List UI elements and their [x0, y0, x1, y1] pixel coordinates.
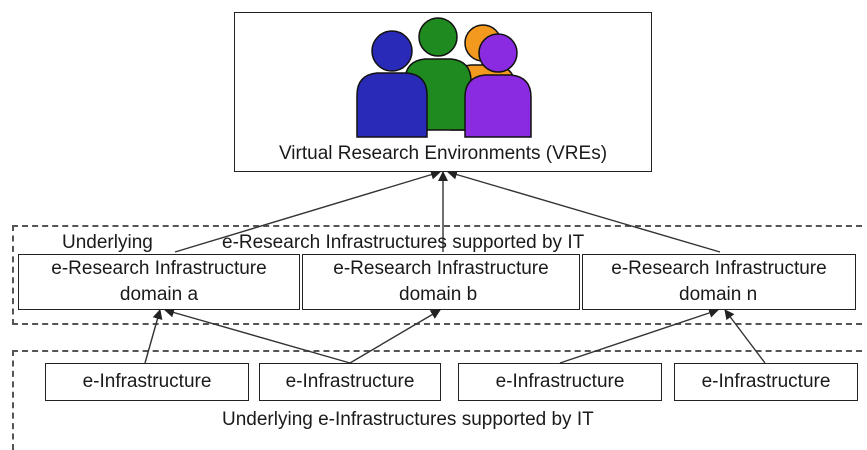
people-group-icon [356, 17, 532, 138]
connector-arrows [144, 169, 766, 364]
e-infrastructure-box-4: e-Infrastructure [674, 363, 858, 401]
domain-a-line1: e-Research Infrastructure [51, 258, 267, 279]
domain-b-line1: e-Research Infrastructure [333, 258, 549, 279]
e-infrastructure-label-3: e-Infrastructure [495, 371, 625, 392]
e-infrastructure-box-1: e-Infrastructure [45, 363, 249, 401]
infra-layer-label: Underlying e-Infrastructures supported b… [222, 409, 594, 430]
e-infrastructure-label-2: e-Infrastructure [285, 371, 415, 392]
vre-label: Virtual Research Environments (VREs) [278, 143, 608, 164]
e-infrastructure-label-1: e-Infrastructure [82, 371, 212, 392]
arrow-infra2-to-domain-a [164, 307, 351, 364]
research-domain-b-box: e-Research Infrastructure domain b [302, 254, 580, 310]
domain-n-line2: domain n [679, 284, 758, 305]
diagram-canvas: Virtual Research Environments (VREs) Und… [12, 12, 862, 450]
arrow-domain-a-to-vre [174, 169, 441, 253]
arrow-infra2-to-domain-b [349, 309, 441, 364]
e-infrastructure-box-2: e-Infrastructure [259, 363, 441, 401]
research-domain-a-box: e-Research Infrastructure domain a [18, 254, 300, 310]
domain-n-line1: e-Research Infrastructure [611, 258, 827, 279]
e-infrastructure-box-3: e-Infrastructure [458, 363, 662, 401]
infra-layer-region [12, 350, 862, 450]
research-layer-label-right: e-Research Infrastructures supported by … [222, 232, 585, 253]
arrow-infra4-to-domain-n [724, 309, 766, 364]
research-layer-label-left: Underlying [62, 232, 153, 254]
arrow-infra1-to-domain-a [144, 309, 163, 364]
research-domain-n-box: e-Research Infrastructure domain n [582, 254, 856, 310]
vre-box: Virtual Research Environments (VREs) [234, 12, 652, 172]
e-infrastructure-label-4: e-Infrastructure [701, 371, 831, 392]
arrow-domain-n-to-vre [447, 169, 721, 253]
domain-b-line2: domain b [399, 284, 478, 305]
research-layer-region [12, 225, 862, 325]
domain-a-line2: domain a [119, 284, 199, 305]
arrow-infra3-to-domain-n [559, 308, 719, 364]
